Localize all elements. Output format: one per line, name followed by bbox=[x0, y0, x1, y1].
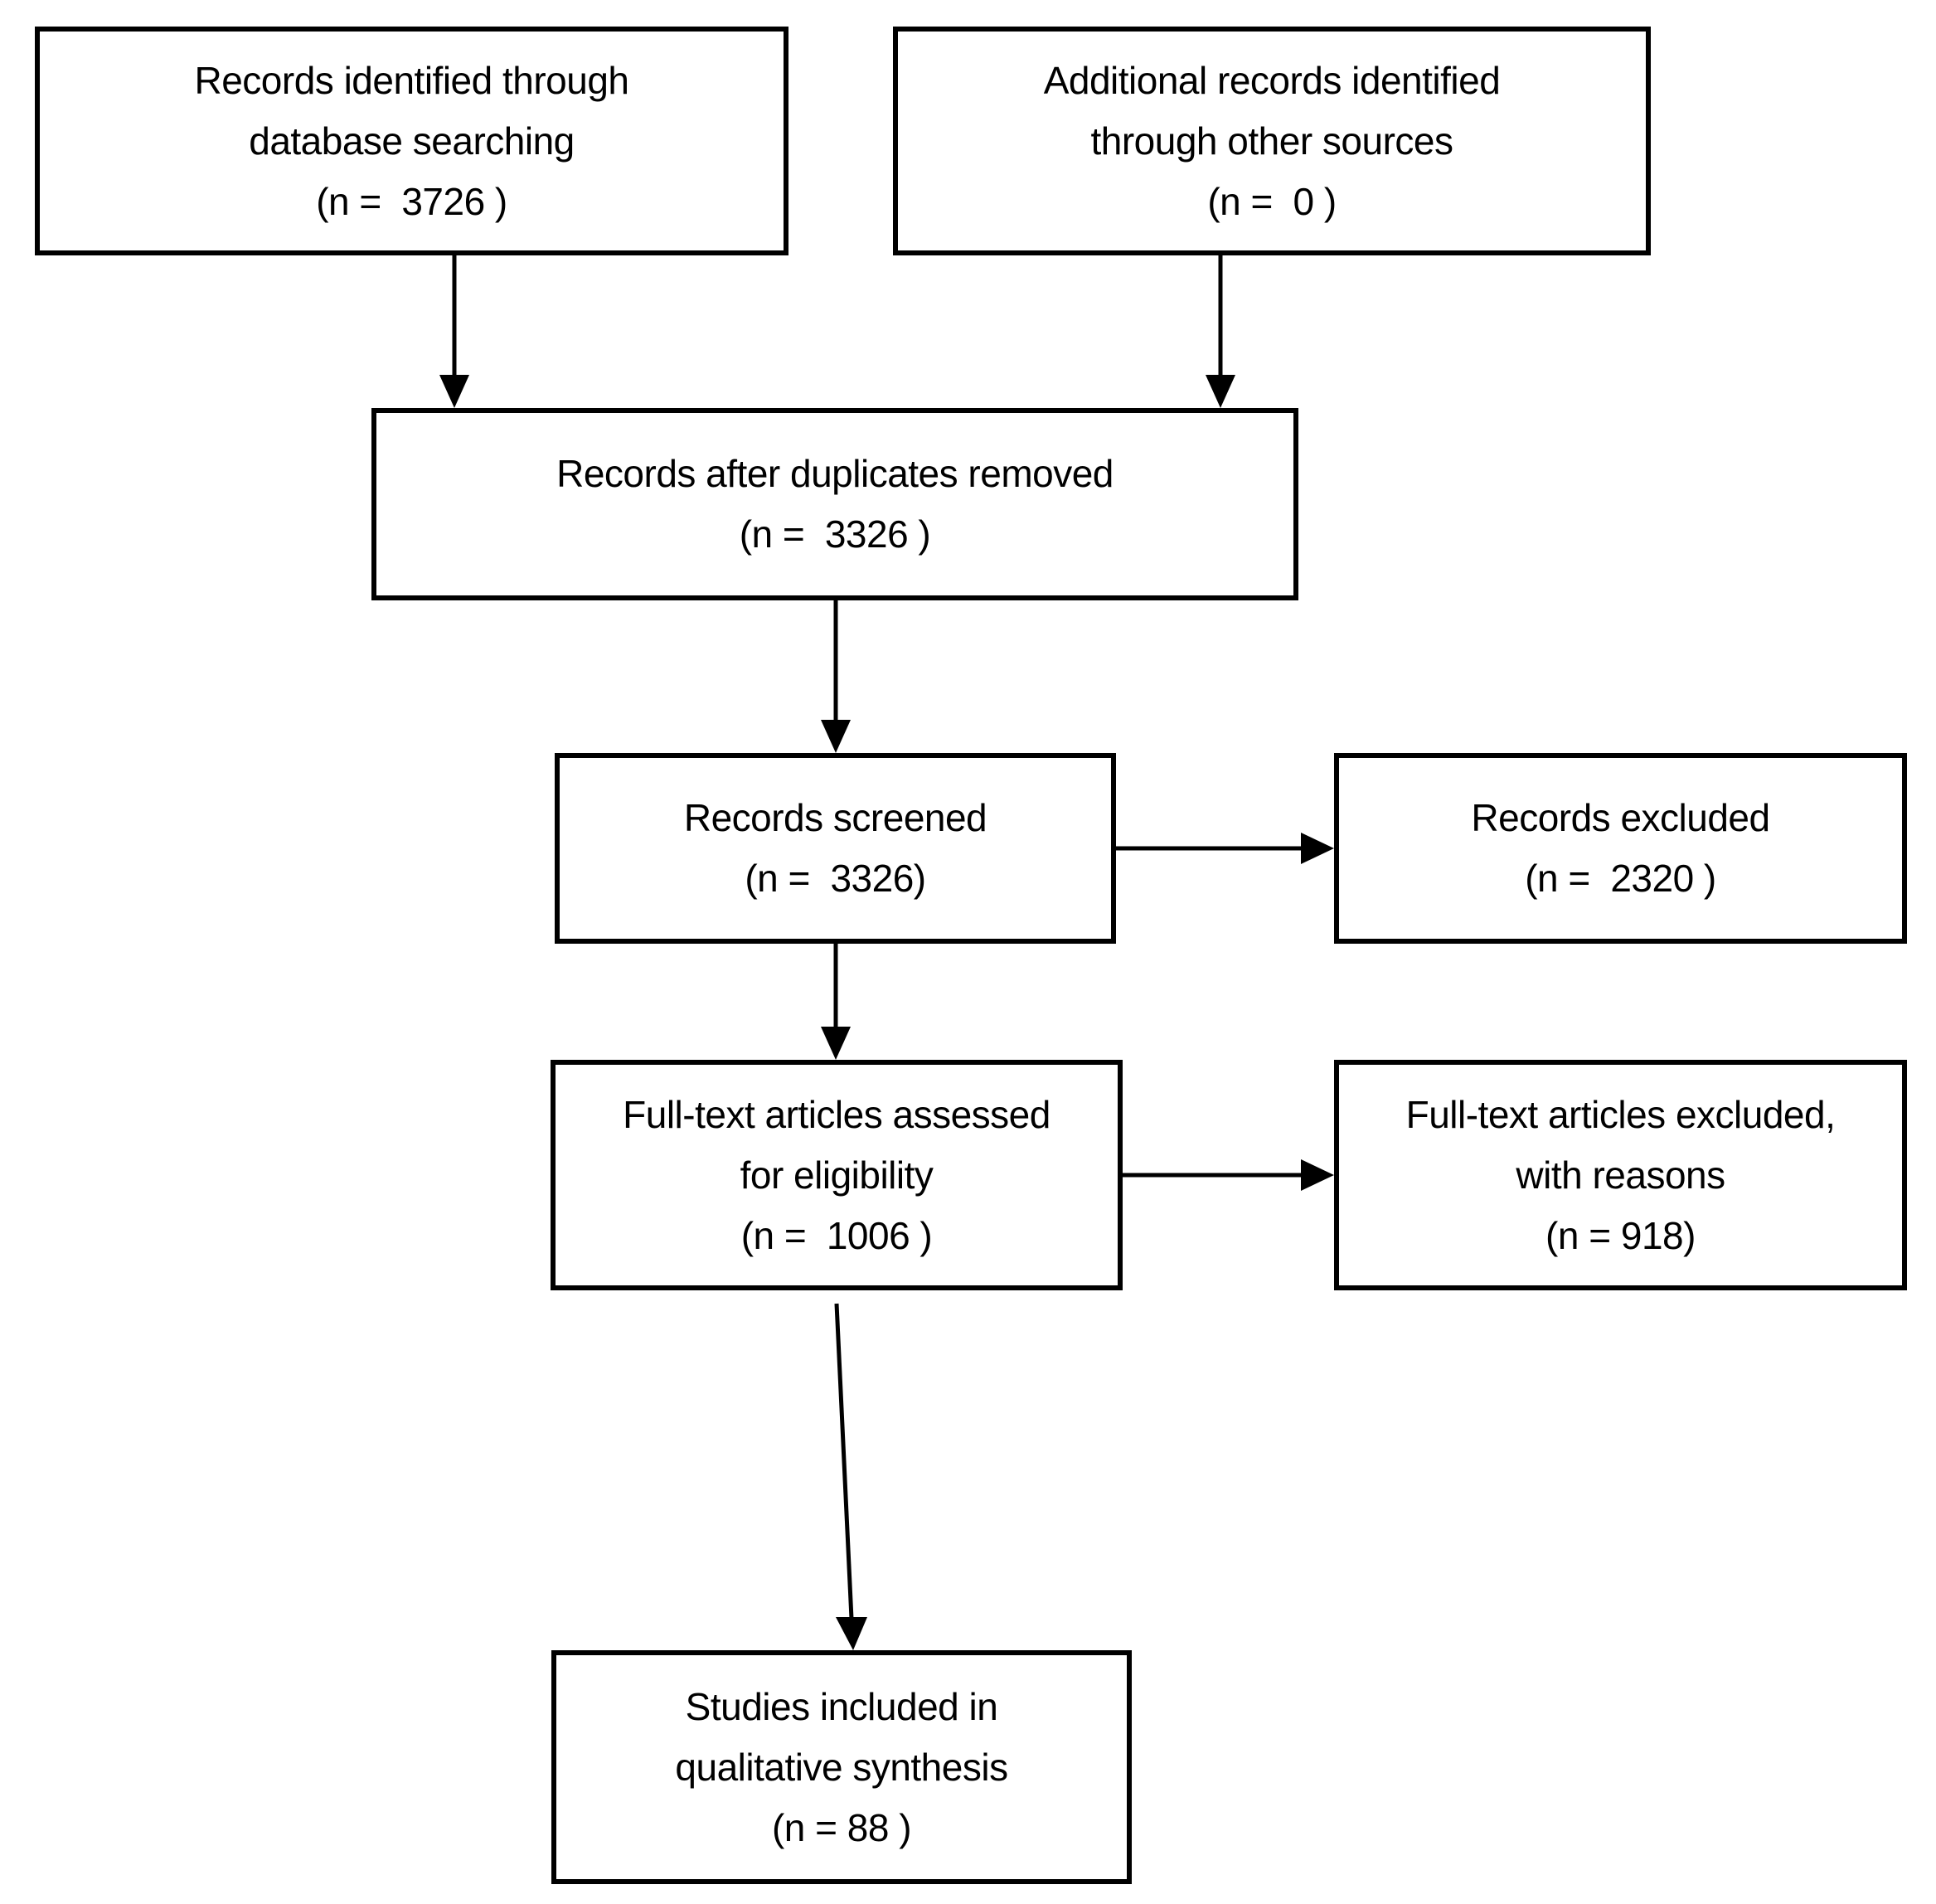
box-count-line: (n = 918) bbox=[1545, 1213, 1696, 1257]
box-text-line: Additional records identified bbox=[1043, 58, 1501, 102]
arrow-other-to-duplicates-head-icon bbox=[1206, 375, 1235, 408]
box-fulltext-articles-assessed: Full-text articles assessed for eligibil… bbox=[551, 1060, 1123, 1290]
box-text-line: Records after duplicates removed bbox=[556, 452, 1114, 495]
box-text-line: qualitative synthesis bbox=[675, 1745, 1008, 1789]
box-additional-records-other-sources: Additional records identified through ot… bbox=[893, 27, 1651, 255]
arrow-screened-to-fulltext-head-icon bbox=[821, 1027, 851, 1060]
box-text-line: Full-text articles assessed bbox=[623, 1092, 1050, 1136]
box-count-line: (n = 88 ) bbox=[771, 1805, 912, 1849]
box-text-line: for eligibility bbox=[740, 1153, 934, 1197]
box-studies-included-qualitative-synthesis: Studies included in qualitative synthesi… bbox=[551, 1650, 1132, 1884]
box-text-line: through other sources bbox=[1090, 119, 1454, 163]
box-records-identified-database: Records identified through database sear… bbox=[35, 27, 788, 255]
box-count-line: (n = 2320 ) bbox=[1525, 857, 1716, 900]
box-records-after-duplicates-removed: Records after duplicates removed (n = 33… bbox=[371, 408, 1298, 600]
box-count-line: (n = 3326 ) bbox=[739, 512, 931, 556]
box-count-line: (n = 0 ) bbox=[1207, 179, 1337, 223]
box-text-line: Records identified through bbox=[194, 58, 630, 102]
arrow-fulltext-to-included-line bbox=[834, 1303, 854, 1620]
box-fulltext-articles-excluded: Full-text articles excluded, with reason… bbox=[1334, 1060, 1907, 1290]
box-records-excluded: Records excluded (n = 2320 ) bbox=[1334, 753, 1907, 944]
arrow-fulltext-to-included-head-icon bbox=[836, 1617, 867, 1650]
arrow-fulltext-to-ftexcluded-head-icon bbox=[1301, 1159, 1334, 1191]
box-text-line: database searching bbox=[249, 119, 575, 163]
box-count-line: (n = 3326) bbox=[745, 857, 926, 900]
box-text-line: Full-text articles excluded, bbox=[1405, 1092, 1836, 1136]
box-text-line: Records excluded bbox=[1471, 796, 1770, 839]
box-text-line: Records screened bbox=[683, 796, 987, 839]
box-count-line: (n = 3726 ) bbox=[316, 179, 507, 223]
box-records-screened: Records screened (n = 3326) bbox=[555, 753, 1116, 944]
arrow-database-to-duplicates-head-icon bbox=[439, 375, 469, 408]
box-text-line: Studies included in bbox=[685, 1684, 998, 1728]
box-count-line: (n = 1006 ) bbox=[740, 1213, 933, 1257]
arrow-screened-to-excluded-head-icon bbox=[1301, 833, 1334, 864]
box-text-line: with reasons bbox=[1516, 1153, 1725, 1197]
arrow-duplicates-to-screened-head-icon bbox=[821, 720, 851, 753]
